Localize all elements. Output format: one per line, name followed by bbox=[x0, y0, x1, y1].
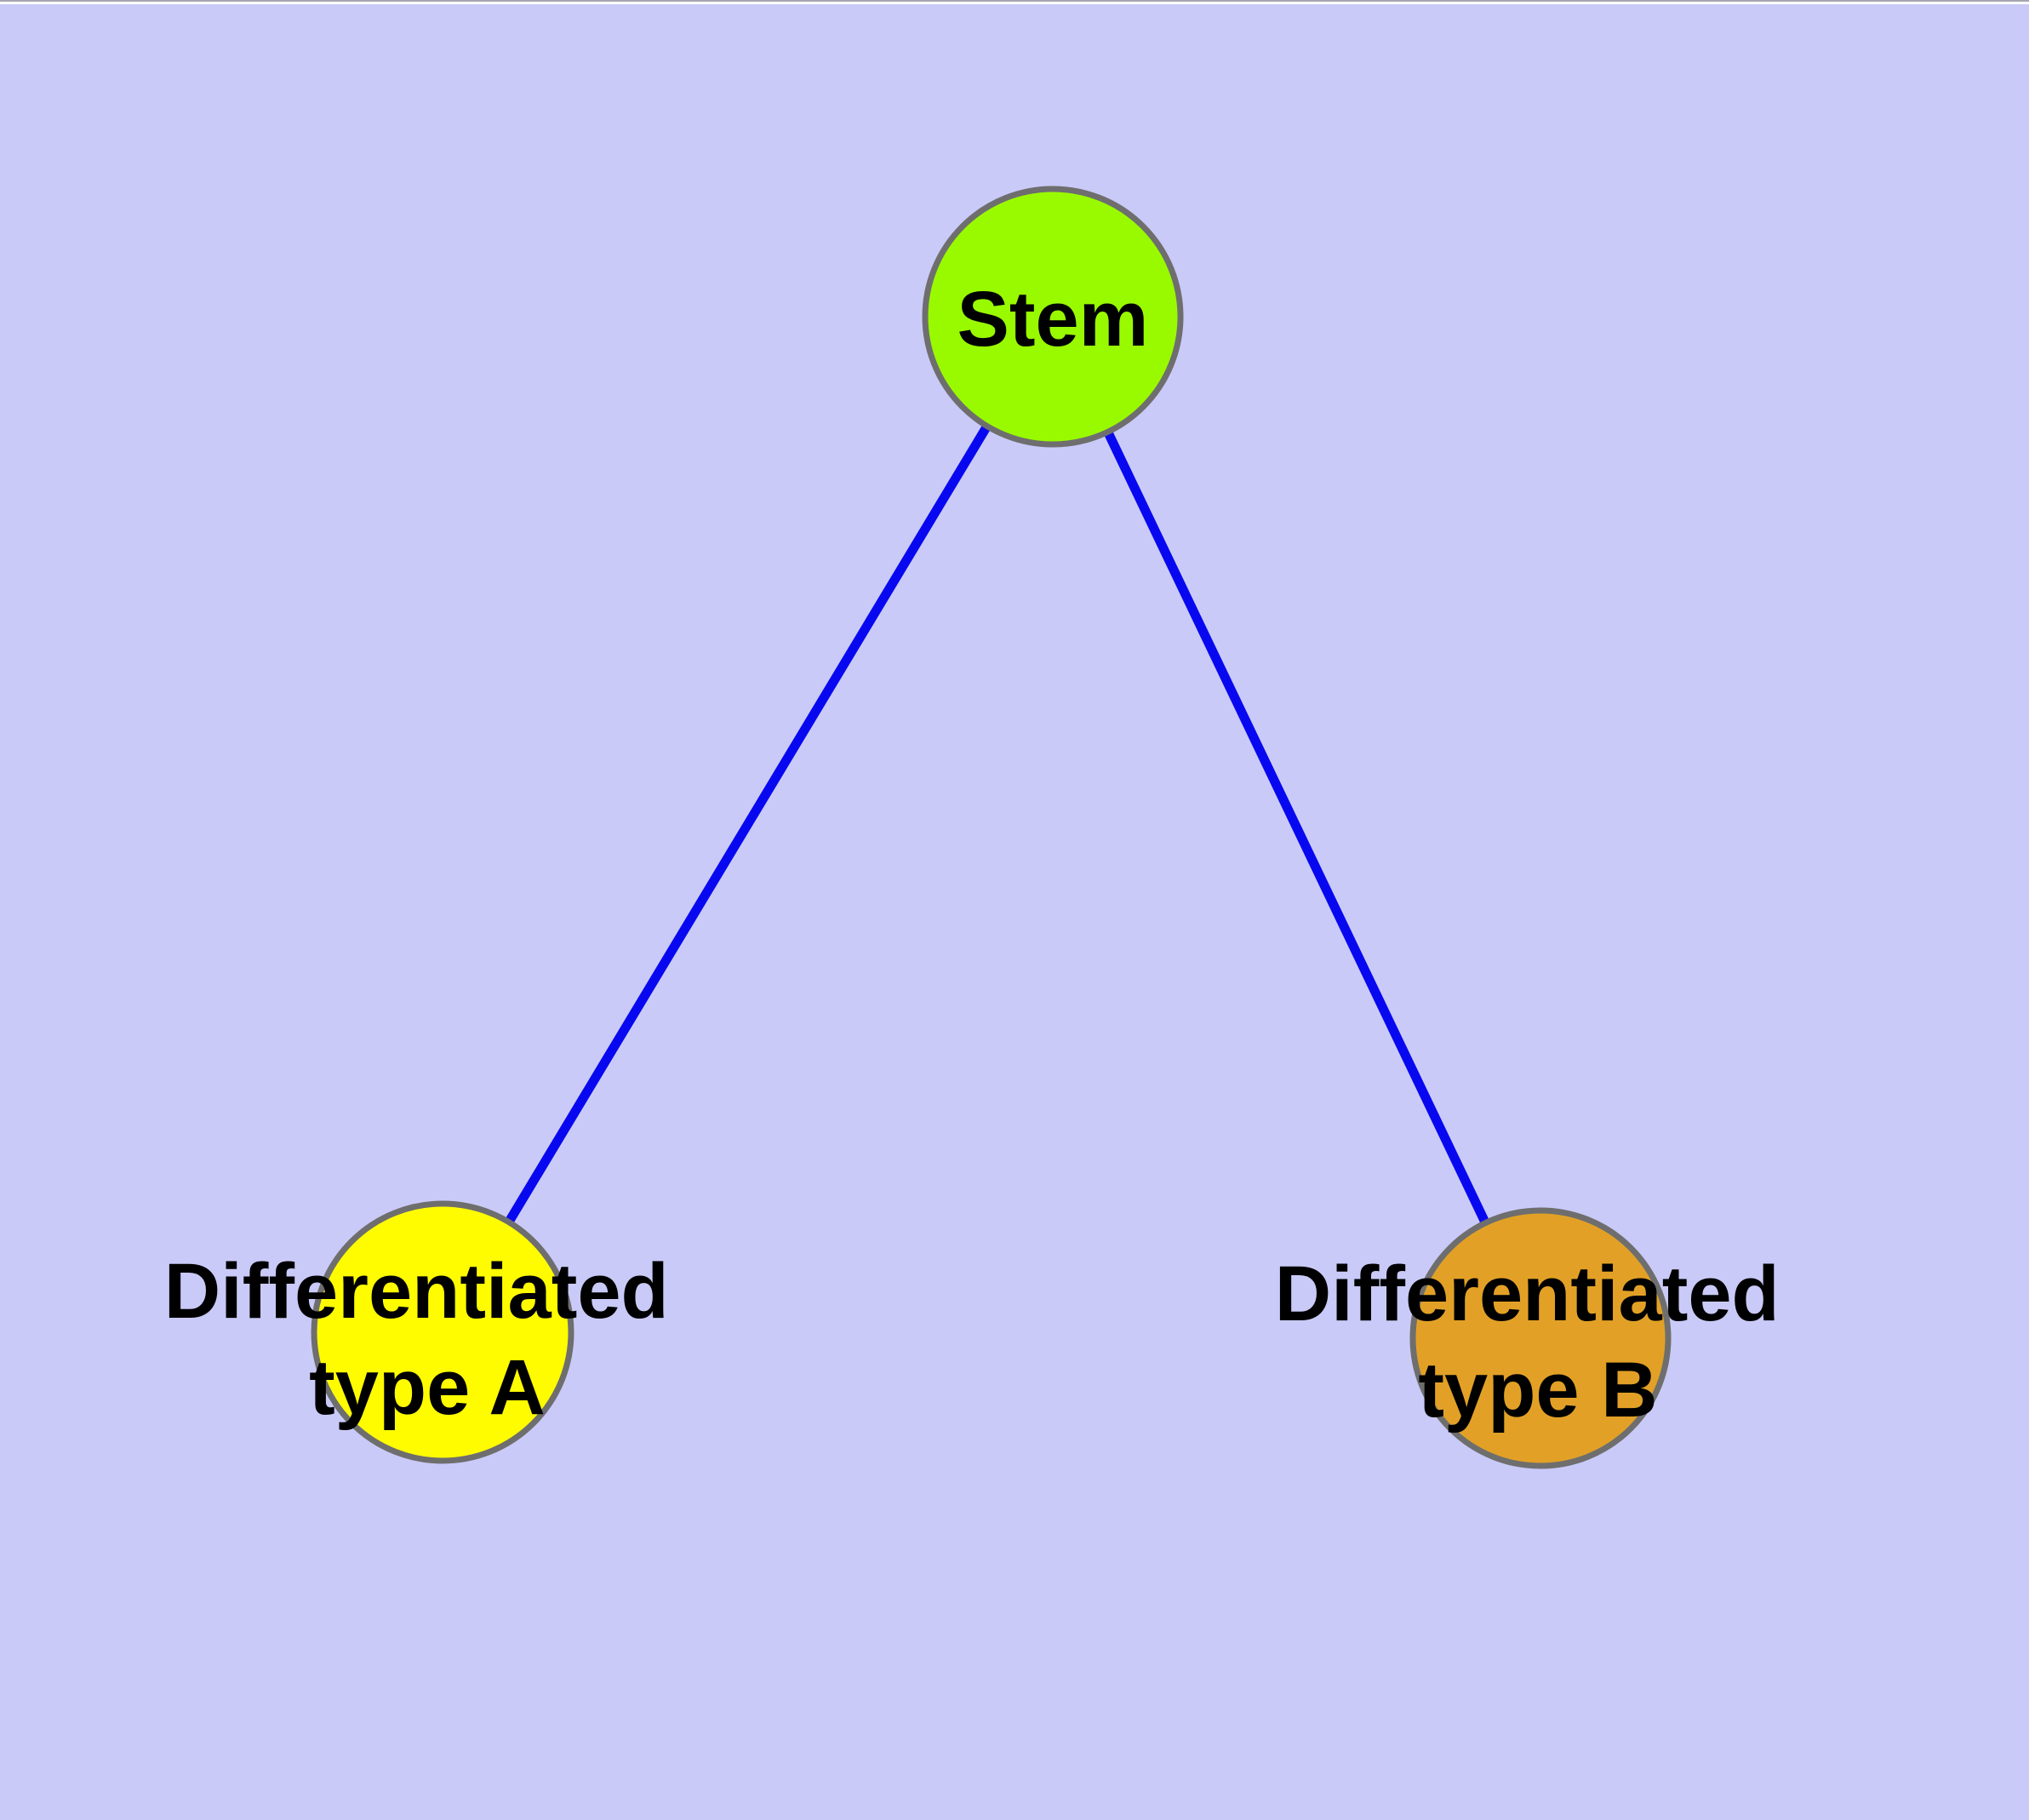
node-diff-b-label-line2: type B bbox=[1418, 1347, 1657, 1434]
node-stem-label: Stem bbox=[957, 276, 1149, 363]
node-stem-label-line1: Stem bbox=[957, 276, 1149, 363]
edge-stem-to-type-b bbox=[1049, 314, 1545, 1341]
window-top-hairline bbox=[0, 0, 2029, 2]
window-top-strip bbox=[0, 2, 2029, 4]
node-diff-b-circle[interactable] bbox=[1409, 1207, 1672, 1469]
node-diff-a-label: Differentiated type A bbox=[164, 1248, 691, 1431]
node-stem-circle[interactable] bbox=[922, 186, 1184, 448]
node-diff-b-label-line1: Differentiated bbox=[1275, 1251, 1780, 1337]
node-diff-a-circle[interactable] bbox=[311, 1200, 574, 1464]
node-diff-a-label-line2: type A bbox=[309, 1344, 546, 1431]
node-diff-a-label-line1: Differentiated bbox=[164, 1248, 669, 1335]
node-diff-b-label: Differentiated type B bbox=[1275, 1251, 1802, 1434]
edge-stem-to-type-a bbox=[438, 314, 1057, 1335]
